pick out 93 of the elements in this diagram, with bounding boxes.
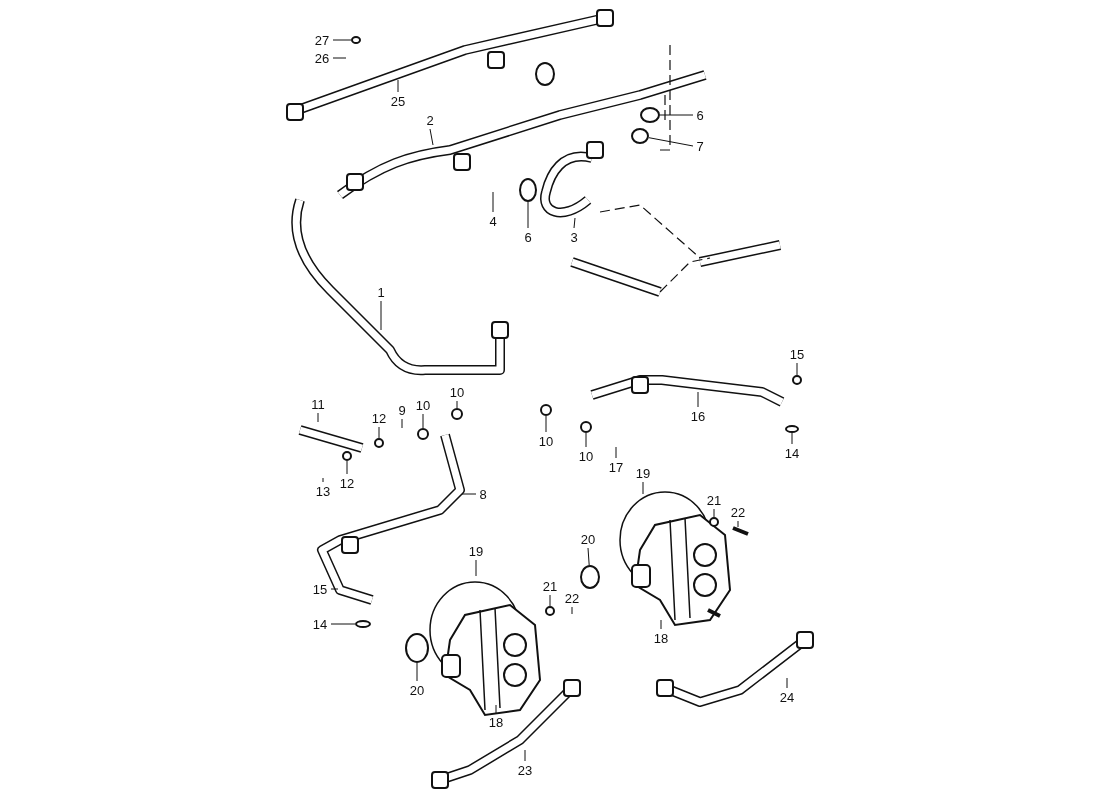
- leader-line: [322, 477, 324, 483]
- ring-washer: [342, 451, 352, 461]
- ring-washer: [785, 425, 799, 433]
- leader-line: [585, 432, 587, 448]
- leader-line: [330, 623, 356, 625]
- callout-number: 19: [468, 544, 484, 558]
- leader-line: [416, 662, 418, 682]
- leader-line: [573, 217, 576, 229]
- callout-number: 17: [608, 460, 624, 474]
- leader-line: [524, 749, 526, 762]
- callout-number: 25: [390, 94, 406, 108]
- leader-line: [461, 493, 477, 495]
- leader-line: [642, 481, 644, 495]
- leader-line: [545, 415, 547, 433]
- leader-line: [660, 619, 662, 630]
- callout-number: 10: [449, 385, 465, 399]
- callout-number: 1: [377, 285, 385, 299]
- leader-line: [422, 413, 424, 429]
- callout-number: 20: [409, 683, 425, 697]
- leader-line: [495, 704, 497, 714]
- callout-number: 22: [730, 505, 746, 519]
- leader-line: [615, 446, 617, 459]
- leader-line: [378, 426, 380, 439]
- callout-number: 27: [314, 33, 330, 47]
- callout-number: 3: [570, 230, 578, 244]
- callout-number: 21: [706, 493, 722, 507]
- ring-washer: [451, 408, 463, 420]
- callout-number: 13: [315, 484, 331, 498]
- callout-number: 14: [784, 446, 800, 460]
- ring-washer: [631, 128, 649, 144]
- leader-line: [549, 594, 551, 607]
- callout-number: 16: [690, 409, 706, 423]
- callout-number: 26: [314, 51, 330, 65]
- callout-number: 9: [398, 403, 406, 417]
- callout-number: 4: [489, 214, 497, 228]
- leader-line: [330, 588, 339, 590]
- leader-line: [332, 39, 352, 41]
- leader-line: [571, 606, 573, 615]
- callout-number: 24: [779, 690, 795, 704]
- ring-washer: [540, 404, 552, 416]
- callout-number: 23: [517, 763, 533, 777]
- leader-line: [659, 114, 694, 116]
- ring-washer: [792, 375, 802, 385]
- callout-number: 18: [653, 631, 669, 645]
- ring-washer: [355, 620, 371, 628]
- ring-washer: [640, 107, 660, 123]
- callout-number: 8: [479, 487, 487, 501]
- callout-number: 10: [415, 398, 431, 412]
- leader-line: [401, 418, 403, 429]
- leader-line: [697, 391, 699, 408]
- leader-line: [429, 128, 434, 146]
- leader-line: [796, 362, 798, 376]
- leader-line: [397, 79, 399, 93]
- leader-line: [587, 547, 590, 566]
- callout-number: 11: [311, 397, 325, 411]
- leader-line: [475, 559, 477, 577]
- callout-number: 15: [789, 347, 805, 361]
- leader-line: [648, 137, 694, 147]
- leader-line: [380, 300, 382, 331]
- ring-washer: [519, 178, 537, 202]
- ring-washer: [374, 438, 384, 448]
- callout-number: 20: [580, 532, 596, 546]
- ring-washer: [417, 428, 429, 440]
- callout-number: 19: [635, 466, 651, 480]
- callout-number: 7: [696, 139, 704, 153]
- ring-washer: [580, 565, 600, 589]
- callout-number: 14: [312, 617, 328, 631]
- leader-line: [317, 412, 319, 423]
- callout-number: 12: [339, 476, 355, 490]
- leader-line: [786, 677, 788, 689]
- leader-line: [456, 400, 458, 409]
- leader-line: [346, 460, 348, 475]
- callout-number: 6: [696, 108, 704, 122]
- callout-number: 12: [371, 411, 387, 425]
- callout-number: 6: [524, 230, 532, 244]
- leader-line: [492, 191, 494, 213]
- leader-line: [713, 508, 715, 518]
- callout-number: 10: [538, 434, 554, 448]
- ring-washer: [709, 517, 719, 527]
- leader-line: [332, 57, 347, 59]
- ring-washer: [405, 633, 429, 663]
- callout-number: 21: [542, 579, 558, 593]
- callout-number: 22: [564, 591, 580, 605]
- ring-washer: [545, 606, 555, 616]
- callout-number: 10: [578, 449, 594, 463]
- ring-washer: [351, 36, 361, 44]
- callout-number: 15: [312, 582, 328, 596]
- leader-line: [791, 432, 793, 445]
- leader-line: [527, 201, 529, 229]
- ring-washer: [580, 421, 592, 433]
- callout-number: 2: [426, 113, 434, 127]
- callout-number: 18: [488, 715, 504, 729]
- leader-line: [737, 520, 739, 528]
